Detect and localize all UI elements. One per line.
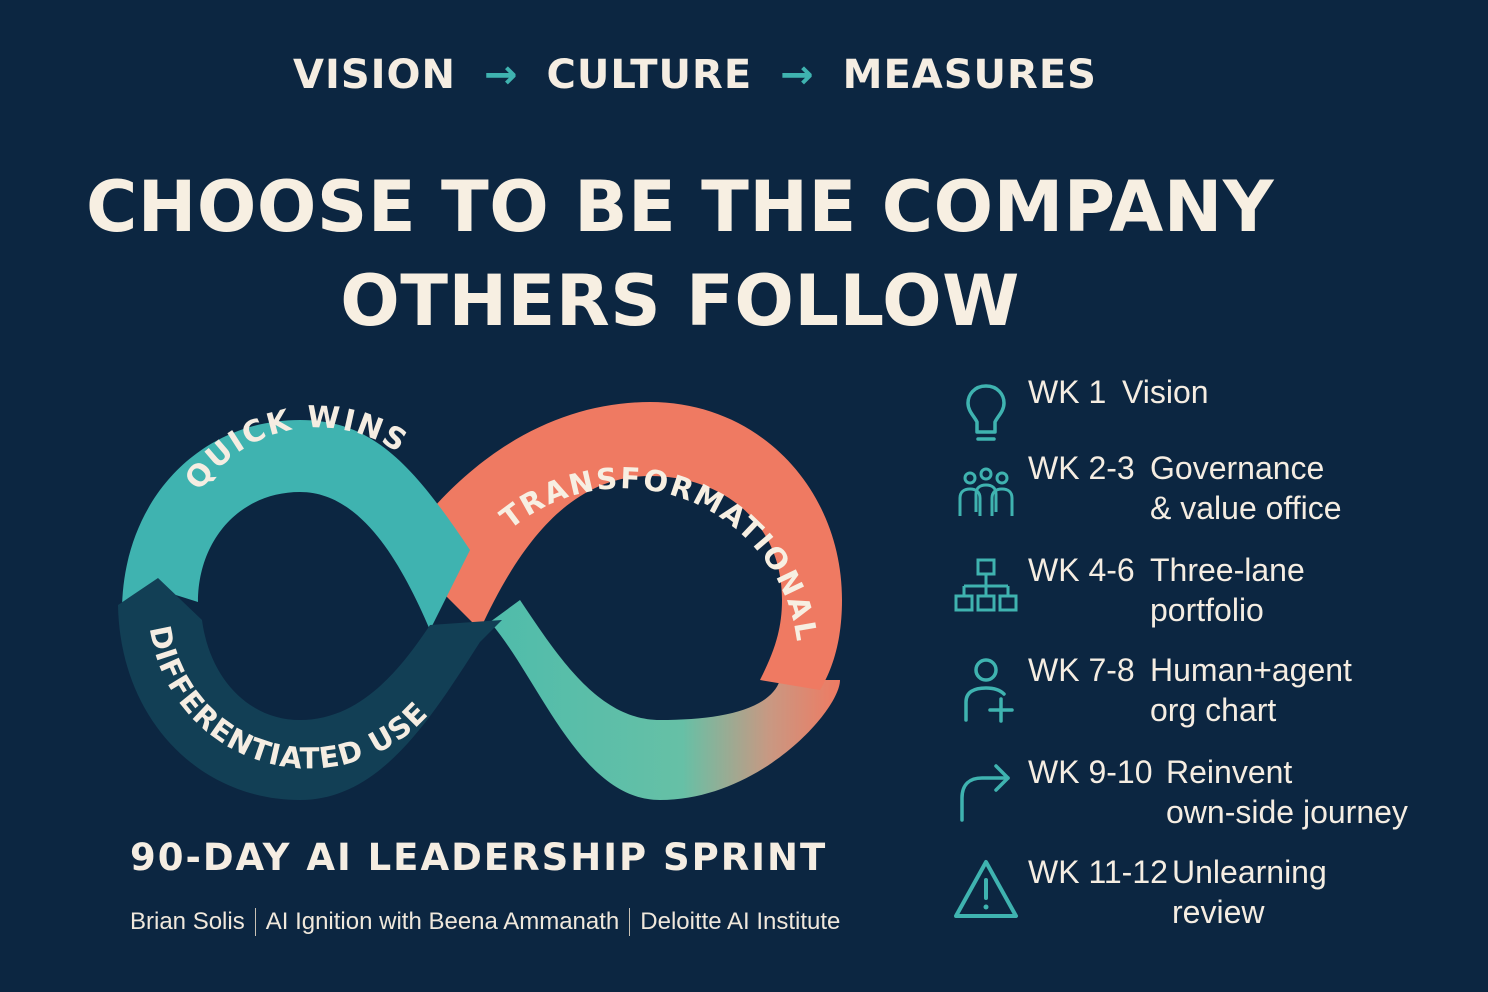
right-arrow-icon: →	[780, 52, 815, 98]
timeline-week: WK 9-10	[1028, 754, 1153, 790]
sprint-title: 90-DAY AI LEADERSHIP SPRINT	[130, 836, 828, 879]
credit-divider	[629, 908, 631, 936]
lightbulb-icon	[966, 384, 1006, 441]
timeline-desc: Three-lane portfolio	[1150, 552, 1305, 628]
pillar-measures: MEASURES	[842, 52, 1097, 98]
credit-divider	[254, 908, 256, 936]
timeline-desc: Reinvent own-side journey	[1166, 754, 1408, 830]
turn-arrow-icon	[960, 764, 1010, 822]
credit-author: Brian Solis	[130, 908, 245, 935]
credit-institute: Deloitte AI Institute	[640, 908, 841, 935]
people-group-icon	[958, 467, 1014, 516]
org-hierarchy-icon	[954, 558, 1018, 612]
credits-line: Brian Solis AI Ignition with Beena Amman…	[130, 908, 840, 936]
timeline-week: WK 7-8	[1028, 652, 1135, 688]
pillar-vision: VISION	[293, 52, 457, 98]
headline: CHOOSE TO BE THE COMPANY OTHERS FOLLOW	[0, 160, 1360, 348]
person-plus-icon	[964, 658, 1014, 723]
timeline-week: WK 2-3	[1028, 450, 1135, 486]
loop-differentiated-segment	[118, 578, 502, 800]
right-arrow-icon: →	[484, 52, 519, 98]
infinity-loop-diagram: QUICK WINS TRANSFORMATIONAL BETS DIFFERE…	[0, 380, 842, 800]
credit-program: AI Ignition with Beena Ammanath	[265, 908, 620, 935]
timeline-week: WK 4-6	[1028, 552, 1135, 588]
timeline-desc: Human+agent org chart	[1150, 652, 1352, 728]
pillars-row: VISION → CULTURE → MEASURES	[0, 52, 1390, 98]
headline-line-1: CHOOSE TO BE THE COMPANY	[85, 166, 1275, 248]
warning-triangle-icon	[954, 860, 1018, 918]
headline-line-2: OTHERS FOLLOW	[340, 260, 1020, 342]
pillar-culture: CULTURE	[546, 52, 753, 98]
timeline-desc: Vision	[1122, 374, 1209, 410]
timeline-week: WK 11-12	[1028, 854, 1168, 890]
timeline-week: WK 1	[1028, 374, 1107, 410]
loop-bottom-right-segment	[490, 600, 840, 800]
loop-transformational-segment	[400, 402, 842, 690]
timeline-desc: Unlearning review	[1172, 854, 1327, 930]
loop-quick-wins-segment	[120, 420, 470, 630]
timeline-desc: Governance & value office	[1150, 450, 1342, 526]
